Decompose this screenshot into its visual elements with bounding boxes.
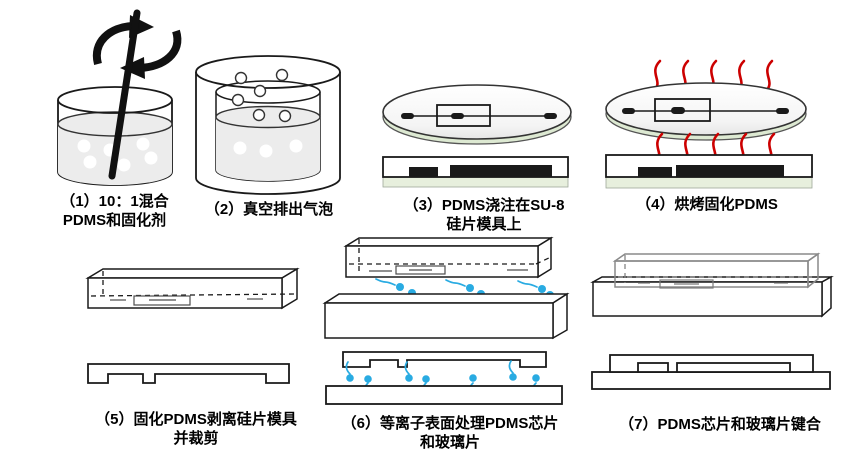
mold-cross-section <box>605 154 813 189</box>
molded-channels <box>369 265 528 275</box>
channel-pattern <box>401 104 557 127</box>
step4-caption-line1: （4）烘烤固化PDMS <box>636 196 778 213</box>
step2-vacuum-illustration <box>195 55 341 195</box>
pdms-cross-section <box>87 363 290 384</box>
glass-slide-cross-section <box>325 385 563 405</box>
step7-caption: （7）PDMS芯片和玻璃片键合 <box>595 415 845 434</box>
su8-wafer-top-view <box>382 84 572 145</box>
step1-caption: （1）10：1混合 PDMS和固化剂 <box>22 192 207 230</box>
step1-caption-line2: PDMS和固化剂 <box>62 212 167 229</box>
channel-pattern <box>622 98 789 122</box>
molded-channels <box>110 295 263 306</box>
step5-caption-line1: （5）固化PDMS剥离硅片模具 <box>95 411 297 428</box>
step4-baking-illustration <box>605 59 813 189</box>
pdms-slab-3d <box>343 236 554 279</box>
bonded-cross-section <box>591 354 831 390</box>
beaker <box>57 86 173 186</box>
step6-plasma-illustration <box>322 236 570 405</box>
sealed-channels <box>638 279 788 289</box>
glass-slab-3d <box>590 275 834 318</box>
pdms-cross-section <box>342 351 547 368</box>
step5-caption-line2: 并裁剪 <box>173 430 219 447</box>
step6-caption-line2: 和玻璃片 <box>419 434 480 451</box>
step3-pouring-illustration <box>382 84 572 188</box>
step6-caption-line1: （6）等离子表面处理PDMS芯片 <box>341 415 559 432</box>
escaping-bubbles <box>231 68 292 123</box>
step5-caption: （5）固化PDMS剥离硅片模具 并裁剪 <box>80 410 312 448</box>
glass-slab-3d <box>322 292 570 340</box>
step1-caption-line1: （1）10：1混合 <box>60 193 169 210</box>
step7-bonding-illustration <box>590 252 834 390</box>
step2-caption: （2）真空排出气泡 <box>183 200 355 219</box>
step2-caption-line1: （2）真空排出气泡 <box>204 201 334 218</box>
step1-mixing-illustration <box>57 9 182 186</box>
stir-rod <box>108 9 141 180</box>
step7-caption-line1: （7）PDMS芯片和玻璃片键合 <box>619 416 821 433</box>
step6-caption: （6）等离子表面处理PDMS芯片 和玻璃片 <box>323 414 577 452</box>
step3-caption-line1: （3）PDMS浇注在SU-8 <box>403 197 565 214</box>
bonded-pdms-slab-3d <box>612 252 821 289</box>
step3-caption: （3）PDMS浇注在SU-8 硅片模具上 <box>388 196 580 234</box>
inner-beaker <box>215 80 321 182</box>
pdms-slab-3d <box>85 267 300 310</box>
mold-cross-section <box>382 156 569 188</box>
step3-caption-line2: 硅片模具上 <box>446 216 522 233</box>
step4-caption: （4）烘烤固化PDMS <box>607 195 807 214</box>
step5-peeling-illustration <box>85 267 300 384</box>
su8-wafer-top-view <box>605 82 807 141</box>
